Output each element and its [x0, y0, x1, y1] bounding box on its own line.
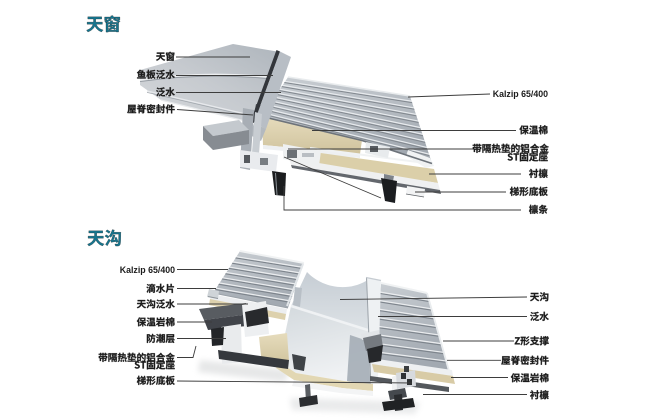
svg-text:Kalzip 65/400: Kalzip 65/400 [120, 265, 175, 275]
svg-text:Kalzip 65/400: Kalzip 65/400 [493, 89, 548, 99]
